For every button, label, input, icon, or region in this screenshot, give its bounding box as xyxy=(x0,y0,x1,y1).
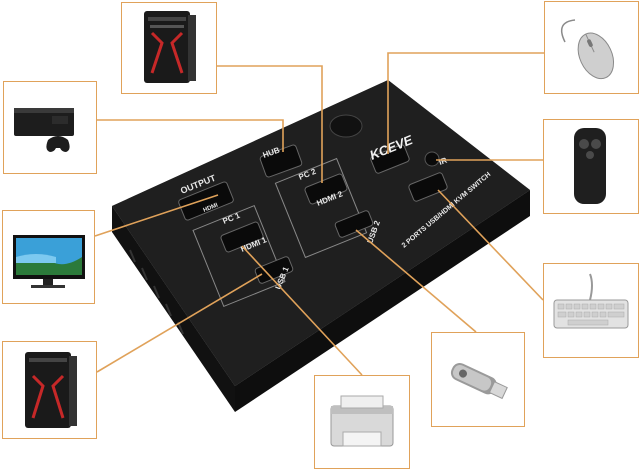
connector-printer xyxy=(241,245,363,376)
connector-keyboard xyxy=(437,189,544,301)
connector-pc-top xyxy=(217,65,323,183)
ir-sensor xyxy=(424,151,440,167)
connector-usb-drive xyxy=(355,229,477,333)
connector-monitor xyxy=(94,194,219,237)
mouse-port xyxy=(370,144,410,174)
usb-drive-icon xyxy=(450,362,508,400)
mouse-box xyxy=(544,1,639,94)
monitor-box xyxy=(2,210,95,304)
pc-tower-icon xyxy=(144,11,196,83)
keyboard-port xyxy=(408,172,448,202)
usb-drive-box xyxy=(431,332,525,427)
game-console-box xyxy=(3,81,97,174)
pc-tower-icon xyxy=(25,352,77,428)
keyboard-box xyxy=(543,263,639,358)
pc-tower-top-box xyxy=(121,2,217,94)
output-sub-label: HDMI xyxy=(203,202,220,213)
connector-console xyxy=(97,119,284,152)
connector-lines xyxy=(94,52,544,376)
mouse-icon xyxy=(560,19,615,80)
game-console-icon xyxy=(14,108,74,152)
connector-pc-bottom xyxy=(96,273,263,373)
pc-tower-bottom-box xyxy=(2,341,97,439)
remote-control-icon xyxy=(574,128,606,204)
connector-mouse xyxy=(387,52,544,154)
remote-box xyxy=(543,119,639,214)
pc1-frame xyxy=(192,204,286,308)
printer-icon xyxy=(330,395,394,447)
pc2-frame xyxy=(274,157,368,259)
ir-label: IR xyxy=(438,156,449,167)
kvm-switch-device: OUTPUT HDMI HUB PC 1 HDMI 1 USB 1 PC 2 H… xyxy=(112,80,530,412)
hdmi1-port xyxy=(220,221,264,253)
keyboard-icon xyxy=(553,273,629,329)
output-port xyxy=(178,181,234,221)
switch-button xyxy=(329,114,363,138)
printer-box xyxy=(314,375,410,469)
hub-port xyxy=(259,144,303,178)
monitor-icon xyxy=(13,235,85,288)
